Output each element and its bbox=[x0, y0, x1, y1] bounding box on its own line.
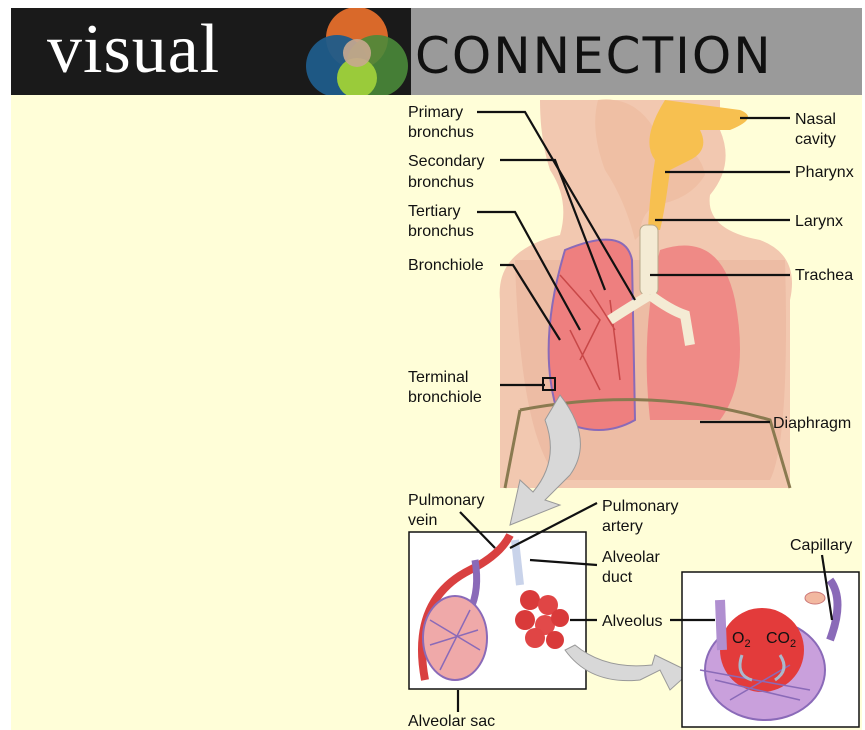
label-secondary-bronchus-line2: bronchus bbox=[408, 174, 474, 191]
label-pulmonary-vein-line2: vein bbox=[408, 512, 437, 529]
label-tertiary-bronchus-line1: Tertiary bbox=[408, 203, 460, 220]
label-pharynx: Pharynx bbox=[795, 164, 854, 181]
label-nasal-cavity-line1: Nasal bbox=[795, 111, 836, 128]
label-primary-bronchus-line1: Primary bbox=[408, 104, 463, 121]
label-alveolar-duct-line1: Alveolar bbox=[602, 549, 660, 566]
label-terminal-bronchiole-line2: bronchiole bbox=[408, 389, 482, 406]
alveolar-sac-panel bbox=[409, 532, 586, 689]
label-alveolar-duct-line2: duct bbox=[602, 569, 633, 586]
venn-logo-icon bbox=[301, 8, 411, 95]
label-alveolus: Alveolus bbox=[602, 613, 662, 630]
respiratory-system-diagram: Primary bronchus Secondary bronchus Tert… bbox=[11, 95, 862, 730]
label-secondary-bronchus-line1: Secondary bbox=[408, 153, 485, 170]
label-bronchiole: Bronchiole bbox=[408, 257, 484, 274]
label-pulmonary-vein-line1: Pulmonary bbox=[408, 492, 484, 509]
alveolus-detail-panel bbox=[682, 572, 859, 727]
label-primary-bronchus-line2: bronchus bbox=[408, 124, 474, 141]
banner-visual-word: visual bbox=[47, 10, 220, 90]
label-tertiary-bronchus-line2: bronchus bbox=[408, 223, 474, 240]
label-pulmonary-artery-line1: Pulmonary bbox=[602, 498, 678, 515]
visual-connection-banner: visual CONNECTION bbox=[11, 8, 862, 95]
label-trachea: Trachea bbox=[795, 267, 853, 284]
label-pulmonary-artery-line2: artery bbox=[602, 518, 643, 535]
label-diaphragm: Diaphragm bbox=[773, 415, 851, 432]
label-alveolar-sac: Alveolar sac bbox=[408, 713, 495, 730]
label-larynx: Larynx bbox=[795, 213, 843, 230]
banner-connection-word: CONNECTION bbox=[415, 26, 773, 86]
diagram-panel: Primary bronchus Secondary bronchus Tert… bbox=[11, 95, 862, 730]
label-capillary: Capillary bbox=[790, 537, 852, 554]
label-nasal-cavity-line2: cavity bbox=[795, 131, 836, 148]
label-terminal-bronchiole-line1: Terminal bbox=[408, 369, 468, 386]
